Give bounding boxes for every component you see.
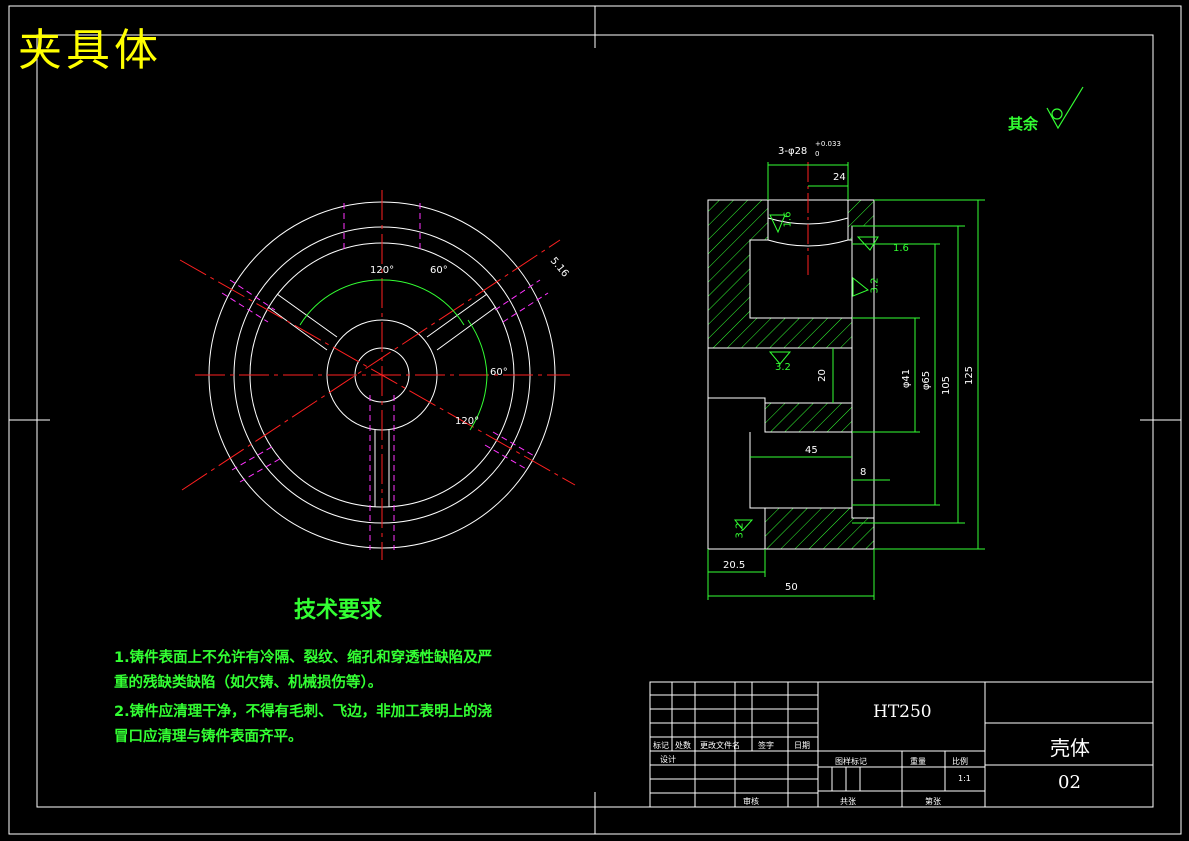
hdr-stage-mark: 图样标记 — [835, 757, 867, 766]
dim-50: 50 — [785, 582, 798, 593]
hdr-design: 设计 — [660, 755, 676, 764]
roughness-label: 其余 — [1008, 115, 1039, 133]
dim-105: 105 — [941, 375, 953, 396]
dim-125: 125 — [964, 365, 976, 386]
dim-angle-60: 60° — [430, 265, 448, 276]
tech-req-line-3: 2.铸件应清理干净，不得有毛刺、飞边，非加工表明上的浇 — [114, 704, 493, 720]
hdr-sign: 签字 — [758, 741, 774, 750]
material: HT250 — [873, 702, 932, 722]
angle-arcs — [299, 279, 488, 431]
drawing-number: 02 — [1058, 772, 1081, 793]
dim-hole-tol-low: 0 — [815, 150, 820, 158]
hdr-weight: 重量 — [910, 757, 926, 766]
hdr-review: 审核 — [743, 797, 759, 806]
hdr-zone: 处数 — [675, 741, 691, 750]
dim-r32b: 3.2 — [775, 362, 791, 373]
dim-d65: φ65 — [921, 370, 933, 391]
scale-value: 1:1 — [958, 774, 971, 783]
hidden-lines — [221, 203, 549, 550]
hdr-total: 共张 — [840, 797, 856, 806]
front-view — [179, 190, 576, 560]
center-lines — [179, 190, 576, 560]
hdr-mark: 标记 — [653, 741, 669, 750]
dim-24: 24 — [833, 172, 846, 183]
center-marks — [9, 6, 1181, 834]
dim-r32a: 3.2 — [869, 277, 881, 294]
title-block — [649, 681, 1154, 808]
hdr-scale: 比例 — [952, 757, 968, 766]
dim-angle-120a: 120° — [370, 265, 395, 276]
tech-req-line-4: 冒口应清理与铸件表面齐平。 — [114, 729, 303, 745]
dim-angle-120b: 120° — [455, 416, 480, 427]
dim-hole-tol: +0.033 — [815, 140, 841, 148]
hdr-date: 日期 — [794, 741, 810, 750]
dim-r32c: 3.2 — [734, 522, 746, 539]
roughness-circle-icon — [1046, 86, 1084, 130]
dim-20: 20 — [816, 369, 828, 382]
hdr-change-doc: 更改文件名 — [700, 741, 740, 750]
tech-req-line-2: 重的残缺类缺陷（如欠铸、机械损伤等）。 — [114, 675, 383, 691]
dim-8: 8 — [860, 467, 867, 478]
dim-angle-60b: 60° — [490, 367, 508, 378]
dim-hole-spec: 3-φ28 — [778, 146, 808, 157]
dim-r16a: 1.6 — [782, 211, 794, 228]
dim-r16b: 1.6 — [893, 243, 909, 254]
part-name: 壳体 — [1050, 736, 1090, 760]
section-view — [707, 162, 985, 600]
tech-req-title: 技术要求 — [294, 598, 383, 623]
hatch-regions — [707, 199, 875, 550]
dimension-lines — [707, 162, 985, 600]
stamp-title: 夹具体 — [18, 25, 162, 76]
dim-20-5: 20.5 — [723, 560, 746, 571]
dim-d41: φ41 — [901, 368, 913, 389]
section-outline — [707, 199, 875, 550]
dim-45: 45 — [805, 445, 818, 456]
hdr-sheet: 第张 — [925, 797, 941, 806]
tech-req-line-1: 1.铸件表面上不允许有冷隔、裂纹、缩孔和穿透性缺陷及严 — [114, 650, 493, 666]
